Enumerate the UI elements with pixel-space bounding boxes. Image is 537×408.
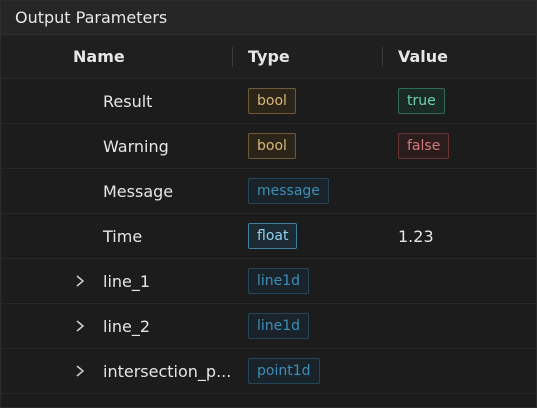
column-separator[interactable] — [232, 47, 233, 67]
row-value: false — [398, 124, 450, 168]
column-header-type[interactable]: Type — [248, 47, 290, 66]
chevron-right-icon-svg — [76, 320, 85, 332]
column-header-name[interactable]: Name — [73, 47, 125, 66]
panel-header: Output Parameters — [1, 1, 536, 35]
type-tag-line1d: line1d — [248, 313, 310, 339]
chevron-right-icon[interactable] — [75, 259, 85, 303]
type-tag-float: float — [248, 223, 298, 249]
chevron-right-icon[interactable] — [75, 349, 85, 393]
table-row-warning[interactable]: Warning bool false — [1, 124, 536, 169]
type-tag-message: message — [248, 178, 329, 204]
panel-title: Output Parameters — [15, 8, 168, 27]
row-type: point1d — [248, 349, 320, 393]
row-name: Message — [103, 181, 174, 201]
column-separator[interactable] — [382, 47, 383, 67]
row-type: message — [248, 169, 329, 213]
row-name: Time — [103, 226, 143, 246]
row-value: 1.23 — [398, 226, 434, 246]
row-type: float — [248, 214, 298, 258]
row-name: line_1 — [103, 271, 151, 291]
row-name: Result — [103, 91, 153, 111]
row-value: true — [398, 79, 445, 123]
row-type: line1d — [248, 304, 310, 348]
table-row-message[interactable]: Message message — [1, 169, 536, 214]
table-row-time[interactable]: Time float 1.23 — [1, 214, 536, 259]
chevron-right-icon-svg — [76, 365, 85, 377]
table-row-line-1[interactable]: line_1 line1d — [1, 259, 536, 304]
table-row-intersection-point[interactable]: intersection_p... point1d — [1, 349, 536, 394]
row-type: bool — [248, 79, 296, 123]
row-name: Warning — [103, 136, 169, 156]
type-tag-line1d: line1d — [248, 268, 310, 294]
type-tag-bool: bool — [248, 133, 296, 159]
row-type: bool — [248, 124, 296, 168]
type-tag-point1d: point1d — [248, 358, 320, 384]
table-row-line-2[interactable]: line_2 line1d — [1, 304, 536, 349]
parameters-table: Name Type Value Result bool true Warning… — [1, 35, 536, 394]
row-type: line1d — [248, 259, 310, 303]
table-header-row: Name Type Value — [1, 35, 536, 79]
row-name: intersection_p... — [103, 361, 232, 381]
chevron-right-icon-svg — [76, 275, 85, 287]
table-row-result[interactable]: Result bool true — [1, 79, 536, 124]
value-tag-true: true — [398, 88, 445, 114]
row-name: line_2 — [103, 316, 151, 336]
column-header-value[interactable]: Value — [398, 47, 449, 66]
value-tag-false: false — [398, 133, 450, 159]
type-tag-bool: bool — [248, 88, 296, 114]
chevron-right-icon[interactable] — [75, 304, 85, 348]
